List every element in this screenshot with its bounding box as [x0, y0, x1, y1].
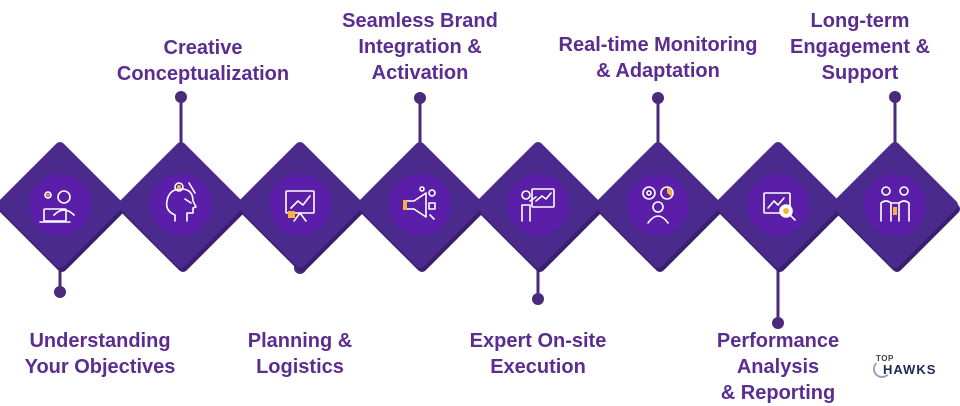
step-circle: [150, 174, 212, 236]
step-dot: [532, 293, 544, 305]
step-dot: [414, 92, 426, 104]
chart-magnifier-icon: [763, 192, 796, 221]
step-dot: [175, 91, 187, 103]
handshake-people-icon: [880, 186, 910, 222]
step-label: Real-time Monitoring & Adaptation: [558, 32, 758, 84]
step-label-line: Performance Analysis: [716, 330, 840, 378]
step-label: Planning & Logistics: [200, 328, 400, 380]
step-label-line: Activation: [371, 62, 469, 84]
brand-logo-top: TOP: [876, 354, 894, 363]
presenter-at-board-icon: [521, 188, 555, 222]
person-at-laptop-icon: [39, 190, 75, 223]
logo-swoosh-icon: [873, 360, 891, 378]
step-circle: [29, 174, 91, 236]
step-4: [357, 92, 485, 272]
step-1: [0, 142, 125, 298]
step-label-line: & Reporting: [720, 382, 836, 404]
step-label-line: Creative: [163, 37, 243, 59]
step-label-line: Conceptualization: [116, 63, 290, 85]
step-label: Performance Analysis & Reporting: [678, 328, 878, 406]
step-circle: [507, 174, 569, 236]
step-label-line: Engagement &: [789, 36, 931, 58]
step-label-line: Support: [821, 62, 899, 84]
step-label-line: Integration &: [358, 36, 482, 58]
step-label-line: Planning &: [247, 330, 353, 352]
step-5: [475, 142, 603, 305]
step-label-line: Understanding: [29, 330, 171, 352]
person-with-gears-icon: [642, 186, 674, 224]
step-dot: [54, 286, 66, 298]
step-circle: [269, 174, 331, 236]
step-label-line: Expert On-site: [469, 330, 607, 352]
step-6: [595, 92, 723, 272]
step-label-line: & Adaptation: [596, 60, 720, 82]
step-2: [118, 91, 246, 272]
step-label-line: Execution: [490, 356, 586, 378]
brand-logo: TOP HAWKS: [873, 354, 953, 380]
step-label-line: Seamless Brand: [342, 10, 498, 32]
step-3: [237, 142, 365, 274]
step-7: [715, 142, 843, 329]
step-circle: [627, 174, 689, 236]
brand-logo-name: HAWKS: [883, 362, 937, 377]
head-with-ideas-icon: [165, 182, 197, 222]
step-8: [832, 91, 960, 272]
step-label-line: Logistics: [256, 356, 344, 378]
step-label-line: Real-time Monitoring: [558, 34, 758, 56]
step-label-line: Long-term: [810, 10, 910, 32]
step-dot: [652, 92, 664, 104]
presentation-board-icon: [285, 190, 315, 222]
step-dot: [889, 91, 901, 103]
megaphone-icon: [403, 186, 436, 220]
step-label-line: Your Objectives: [24, 356, 176, 378]
step-dot: [772, 317, 784, 329]
step-circle: [389, 174, 451, 236]
step-circle: [864, 174, 926, 236]
